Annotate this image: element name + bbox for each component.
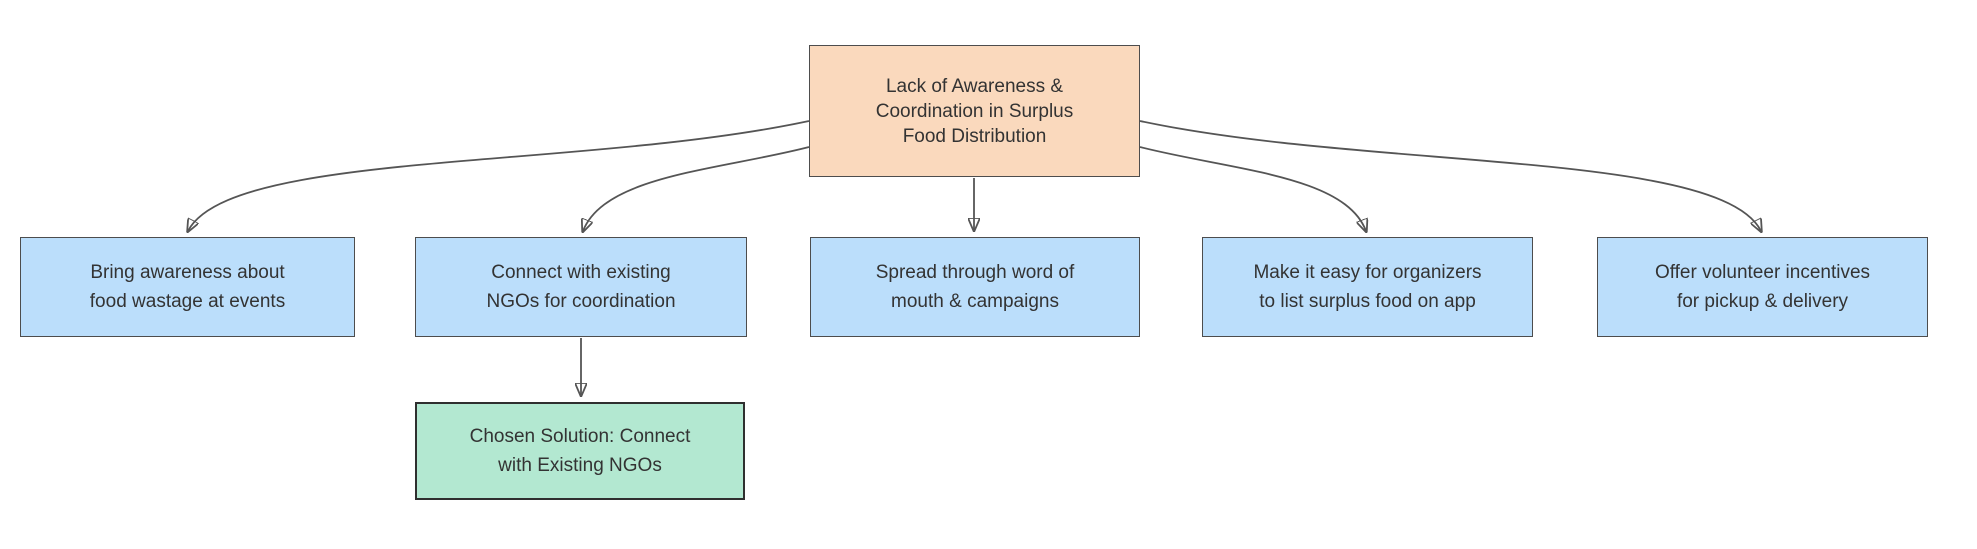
- option-node-text-line: to list surplus food on app: [1259, 291, 1476, 312]
- chosen-node-text-line: Chosen Solution: Connect: [469, 426, 691, 447]
- problem-node-text-line: Coordination in Surplus: [875, 100, 1074, 122]
- option-node-text-line: Bring awareness about: [90, 262, 285, 283]
- edge-problem-to-option1: [188, 120, 810, 231]
- option-node-volunteer-incentives: Offer volunteer incentives for pickup & …: [1597, 237, 1928, 337]
- edge-problem-to-option4: [1139, 146, 1366, 231]
- option-node-text-line: food wastage at events: [89, 291, 286, 312]
- chosen-node-text-line: with Existing NGOs: [498, 455, 662, 476]
- option-node-text-line: for pickup & delivery: [1676, 291, 1849, 312]
- option-node-text-line: mouth & campaigns: [891, 291, 1059, 312]
- option-node-text-line: NGOs for coordination: [486, 291, 676, 312]
- option-node-text-line: Connect with existing: [491, 262, 671, 283]
- problem-node: Lack of Awareness & Coordination in Surp…: [809, 45, 1140, 177]
- problem-node-text-line: Lack of Awareness &: [885, 75, 1064, 97]
- edge-problem-to-option5: [1139, 120, 1761, 231]
- option-node-text-line: Make it easy for organizers: [1253, 262, 1482, 283]
- option-node-text-line: Spread through word of: [875, 262, 1075, 283]
- chosen-solution-node: Chosen Solution: Connect with Existing N…: [415, 402, 745, 500]
- edge-problem-to-option2: [583, 146, 810, 231]
- option-node-list-surplus-food: Make it easy for organizers to list surp…: [1202, 237, 1533, 337]
- option-node-connect-ngos: Connect with existing NGOs for coordinat…: [415, 237, 747, 337]
- option-node-awareness: Bring awareness about food wastage at ev…: [20, 237, 355, 337]
- option-node-text-line: Offer volunteer incentives: [1654, 262, 1871, 283]
- problem-node-text-line: Food Distribution: [902, 125, 1047, 147]
- option-node-word-of-mouth: Spread through word of mouth & campaigns: [810, 237, 1140, 337]
